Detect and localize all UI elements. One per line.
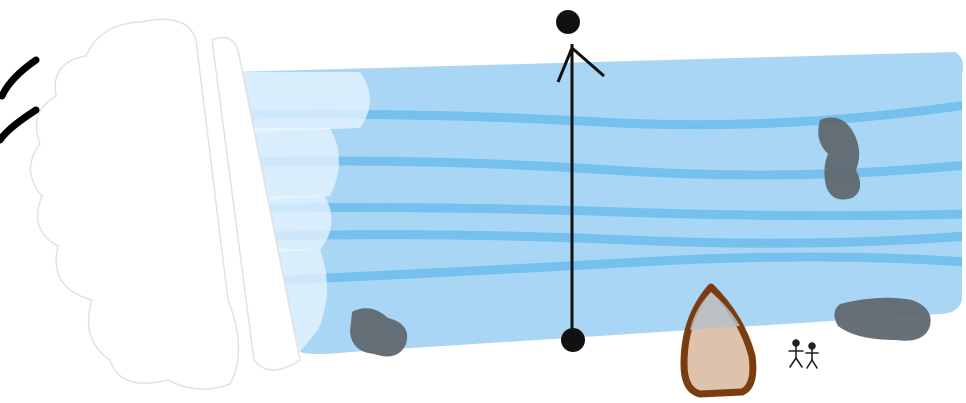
measure-endpoint-bottom — [561, 328, 585, 352]
two-people-icon — [789, 340, 818, 368]
person-icon — [789, 340, 803, 367]
measure-endpoint-top — [556, 10, 580, 34]
edge-bracket-stroke — [0, 60, 36, 140]
rock — [834, 298, 930, 341]
person-icon — [806, 343, 818, 368]
